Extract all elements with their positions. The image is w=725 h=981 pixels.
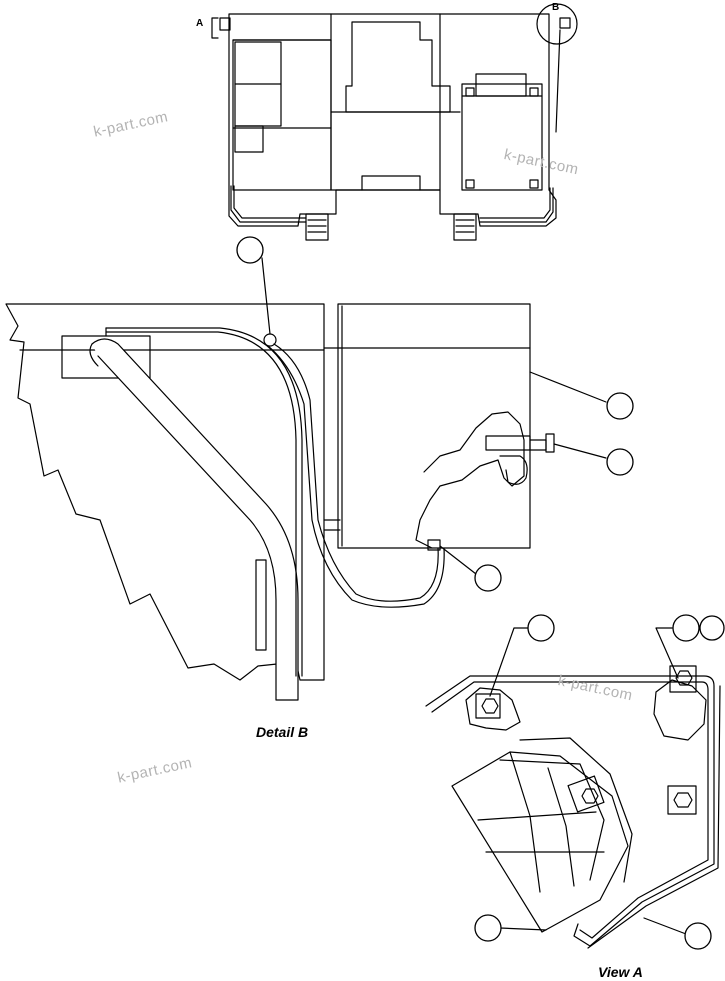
detail-b-caption: Detail B <box>256 724 309 740</box>
view-a-drawing <box>425 627 721 949</box>
callout-circle <box>527 614 555 642</box>
callout-circles <box>236 236 725 950</box>
callout-circle <box>606 448 634 476</box>
detail-b-drawing <box>5 257 607 701</box>
overview-drawing <box>211 3 578 241</box>
callout-circle <box>684 922 712 950</box>
view-a-caption: View A <box>598 964 643 980</box>
detail-b-marker: B <box>552 2 560 13</box>
callout-circle <box>474 914 502 942</box>
callout-circle <box>699 615 725 641</box>
callout-circle <box>474 564 502 592</box>
callout-circle <box>672 614 700 642</box>
view-a-marker: A <box>196 18 204 29</box>
callout-circle <box>606 392 634 420</box>
callout-circle <box>236 236 264 264</box>
